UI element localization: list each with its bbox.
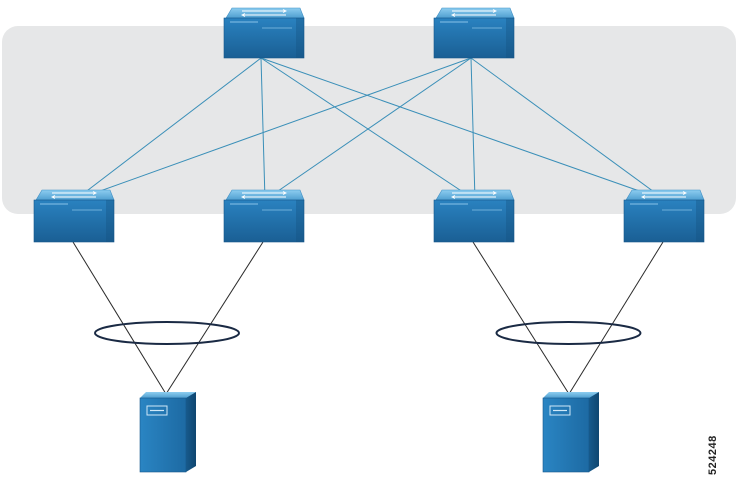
fabric-link-spine-2-leaf-4 — [470, 57, 666, 201]
spine-1-switch-icon — [223, 7, 305, 59]
host-link-host-2-leaf-3 — [472, 241, 570, 395]
fabric-links — [74, 57, 666, 201]
devices — [33, 7, 705, 473]
figure-id-label: 524248 — [707, 435, 719, 475]
link-bundles — [94, 321, 642, 345]
link-bundle-host-1 — [94, 321, 240, 345]
host-link-host-2-leaf-4 — [568, 241, 664, 395]
fabric-link-spine-1-leaf-1 — [74, 57, 262, 201]
fabric-link-spine-2-leaf-1 — [74, 57, 472, 201]
fabric-link-spine-1-leaf-2 — [260, 57, 266, 201]
leaf-1-switch-icon — [33, 189, 115, 243]
leaf-2-switch-icon — [223, 189, 305, 243]
host-link-host-1-leaf-1 — [72, 241, 167, 395]
fabric-link-spine-2-leaf-2 — [264, 57, 472, 201]
host-links — [72, 241, 664, 395]
host-1-server-icon — [139, 392, 196, 473]
spine-2-switch-icon — [433, 7, 515, 59]
fabric-link-spine-1-leaf-4 — [260, 57, 666, 201]
fabric-background — [2, 26, 736, 214]
host-link-host-1-leaf-2 — [165, 241, 264, 395]
fabric-link-spine-2-leaf-3 — [470, 57, 476, 201]
leaf-4-switch-icon — [623, 189, 705, 243]
leaf-3-switch-icon — [433, 189, 515, 243]
link-bundle-host-2 — [495, 321, 642, 345]
host-2-server-icon — [542, 392, 599, 473]
